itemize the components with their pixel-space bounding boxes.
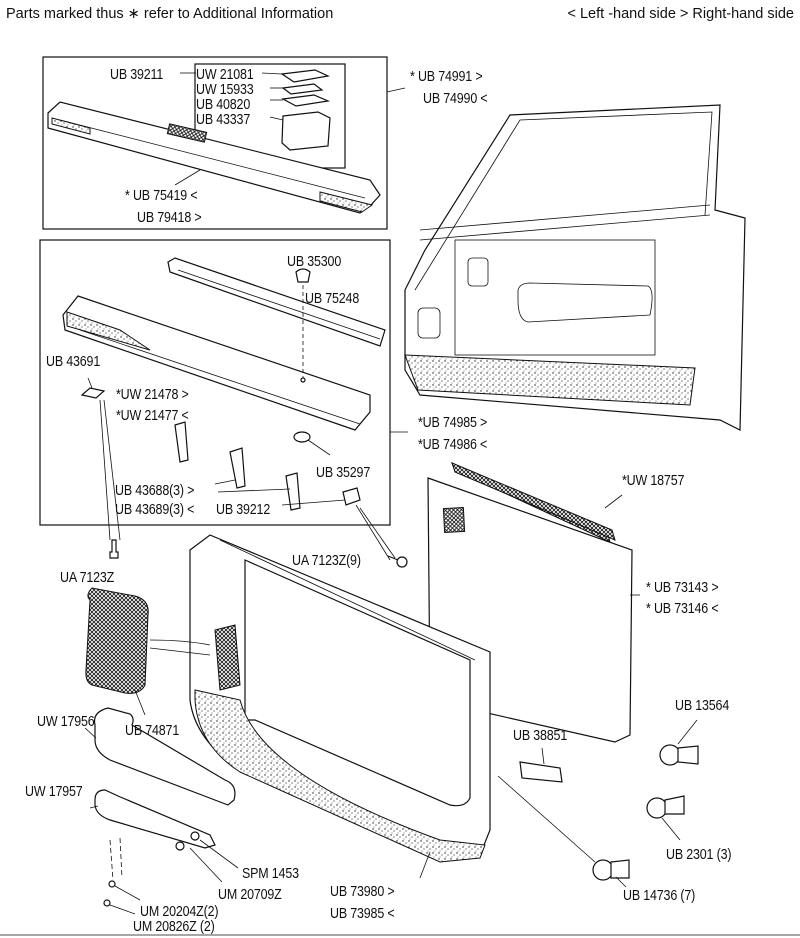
label-screw-single: UA 7123Z [60, 570, 115, 586]
ashtray-frame [281, 94, 331, 107]
label-armrest-screw: SPM 1453 [242, 866, 299, 882]
label-ashtray-lid: UW 21081 [196, 67, 254, 83]
side-legend: < Left -hand side > Right-hand side [567, 6, 794, 22]
armrest [84, 707, 239, 915]
label-armrest-nut: UM 20204Z(2) [140, 904, 219, 920]
label-ashtray-frame: UB 40820 [196, 97, 251, 113]
label-trim-strip-left: *UW 21477 < [116, 408, 189, 424]
label-armrest-bolt: UM 20826Z (2) [133, 919, 215, 935]
label-screws-9: UA 7123Z(9) [292, 553, 361, 569]
ashtray-gasket [281, 83, 324, 95]
label-lower-trim-left: UB 73985 < [330, 906, 395, 922]
upper-trim-panel [62, 295, 371, 431]
label-waist-finisher: UB 75248 [305, 291, 360, 307]
label-capping-left: * UB 75419 < [125, 188, 198, 204]
grommet-ub35297 [293, 431, 311, 443]
label-upper-trim-right: *UB 74985 > [418, 415, 488, 431]
clip-ub35300 [295, 268, 311, 283]
label-upper-trim-left: *UB 74986 < [418, 437, 488, 453]
escutcheon-ub38851 [519, 761, 563, 783]
label-ashtray-gasket: UW 15933 [196, 82, 254, 98]
label-capping-right: UB 79418 > [137, 210, 202, 226]
label-clip-top: UB 35300 [287, 254, 342, 270]
upper-trim-group-box [39, 239, 408, 561]
fixing-clips [497, 719, 699, 888]
label-clip-b: UB 2301 (3) [666, 847, 732, 863]
capping-group-box [42, 56, 406, 230]
door-shell [404, 104, 746, 431]
label-bracket-clip: UB 39212 [216, 502, 271, 518]
ashtray-tray [281, 111, 331, 151]
screw-ua7123z-9 [396, 556, 408, 568]
label-armrest-base: UW 17957 [25, 784, 83, 800]
door-trim-panel [189, 534, 491, 879]
clip-ub43691 [80, 387, 106, 399]
bracket-3 [285, 472, 301, 511]
label-grommet: UB 35297 [316, 465, 371, 481]
speaker-grille [85, 587, 211, 716]
ashtray-lid [280, 69, 330, 83]
label-capping-assembly-left: UB 74990 < [423, 91, 488, 107]
label-bracket-left: UB 43689(3) < [115, 502, 195, 518]
label-armrest-washer: UM 20709Z [218, 887, 282, 903]
label-clip-left: UB 43691 [46, 354, 101, 370]
label-bracket-right: UB 43688(3) > [115, 483, 195, 499]
waist-finisher [167, 257, 386, 347]
screw-ua7123z [109, 539, 119, 559]
label-armrest-pad: UW 17956 [37, 714, 95, 730]
label-clip-c: UB 14736 (7) [623, 888, 696, 904]
label-escutcheon: UB 38851 [513, 728, 568, 744]
label-clip-a: UB 13564 [675, 698, 730, 714]
label-trim-strip-right: *UW 21478 > [116, 387, 189, 403]
label-ashtray-tray: UB 43337 [196, 112, 251, 128]
door-capping-rail [47, 101, 381, 214]
label-door-panel-right: * UB 73143 > [646, 580, 719, 596]
label-door-seal: *UW 18757 [622, 473, 685, 489]
label-grille: UB 74871 [125, 723, 180, 739]
label-door-panel-left: * UB 73146 < [646, 601, 719, 617]
label-lower-trim-right: UB 73980 > [330, 884, 395, 900]
label-capping-assembly-right: * UB 74991 > [410, 69, 483, 85]
additional-info-note: Parts marked thus ∗ refer to Additional … [6, 6, 334, 22]
label-ashtray-base: UB 39211 [110, 67, 164, 83]
bracket-1 [174, 421, 189, 463]
bracket-2 [229, 447, 246, 489]
bracket-clip [342, 487, 361, 506]
